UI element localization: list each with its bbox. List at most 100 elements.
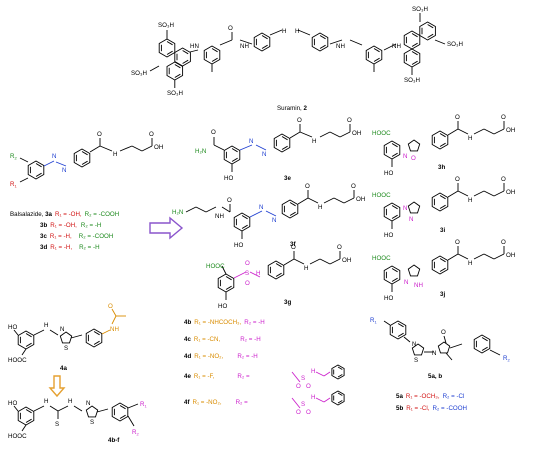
3g-o3: O	[291, 244, 296, 251]
3f-n1: N	[259, 204, 263, 211]
4bf-s2: S	[90, 419, 94, 426]
compound-4a: HO HOOC H N S NH O 4a	[8, 303, 126, 372]
r1-label: R1	[10, 181, 17, 189]
compound-3h: HOOC HO O N O H O OH 3h	[372, 114, 515, 177]
orange-arrow	[48, 375, 66, 398]
sulfonamide-4f: S O O H	[291, 390, 345, 416]
3j-o3: O	[501, 239, 506, 246]
3g-n: H	[256, 270, 260, 277]
3h-n: N	[403, 153, 407, 160]
3j-code: 3j	[440, 291, 445, 298]
3f-n2: N	[272, 217, 276, 224]
3g-o2: O	[245, 280, 250, 287]
3i-oh: OH	[506, 189, 515, 196]
4bf-n: N	[86, 400, 90, 407]
3g-o1: O	[245, 260, 250, 267]
3i-o3: O	[501, 176, 506, 183]
4a-ho: HO	[8, 324, 17, 331]
azo-n2: N	[62, 167, 66, 174]
3g-s: S	[245, 270, 249, 277]
3f-h2n: H₂N	[172, 209, 183, 216]
3j-hooc: HOOC	[372, 255, 391, 262]
3f-nh2: H	[318, 204, 322, 211]
3g-hooc: HOOC	[206, 263, 225, 270]
compound-3f: H₂N NH O HO N N O H O OH 3f	[172, 183, 365, 249]
3f-o: O	[227, 197, 232, 204]
3i-ho: HO	[384, 232, 393, 239]
3j-nh2: H	[468, 260, 472, 267]
sulfonamide-4e: S O O H	[291, 364, 345, 390]
4bf-ho: HO	[8, 400, 17, 407]
nh-4: H	[295, 28, 299, 35]
amide-h: H	[113, 151, 117, 158]
5-r1: R1	[370, 317, 377, 325]
3e-h2n: H₂N	[195, 148, 206, 155]
3h-code: 3h	[438, 164, 445, 171]
3e-code: 3e	[284, 175, 291, 182]
4f-nh: H	[311, 394, 315, 401]
4f-s: S	[301, 401, 305, 408]
4f-o2: O	[306, 409, 311, 416]
o-1: O	[228, 25, 233, 32]
suramin-structure	[149, 13, 446, 88]
r2-label: R2	[10, 153, 17, 161]
suramin-title: Suramin, 2	[277, 105, 307, 112]
3i-hooc: HOOC	[372, 192, 391, 199]
3j-o2: O	[455, 239, 460, 246]
3h-oh: OH	[506, 127, 515, 134]
3h-o3: O	[501, 114, 506, 121]
3e-ho: HO	[224, 175, 233, 182]
so3h-6: SO₃H	[404, 77, 420, 84]
3i-n1: N	[403, 205, 407, 212]
3g-oh: OH	[342, 257, 351, 264]
amide-o: O	[97, 131, 102, 138]
compound-3g: HOOC HO S O O H O H O OH 3g	[206, 244, 351, 310]
acid-o: O	[149, 131, 154, 138]
4bf-h2: H	[68, 398, 72, 405]
compound-4bf: HO HOOC H S H N S R1 R2 4b-f	[8, 398, 147, 444]
balsalazide-labels: R2 R1 N N O H O OH	[10, 131, 163, 189]
nh-5: NH	[336, 43, 345, 50]
nh-6: NH	[392, 43, 401, 50]
3g-nh: H	[304, 265, 308, 272]
3e-oh: OH	[352, 130, 361, 137]
4bf-h1: H	[44, 398, 48, 405]
3e-o2: O	[297, 117, 302, 124]
3e-n2: N	[262, 151, 266, 158]
suramin-labels: SO₃H SO₃H SO₃H HN O NH H H NH NH SO₃H SO…	[131, 6, 463, 112]
so3h-1: SO₃H	[158, 22, 174, 29]
4bf-s1: S	[55, 421, 59, 428]
nh-2: NH	[240, 43, 249, 50]
3e-o3: O	[347, 117, 352, 124]
3h-hooc: HOOC	[372, 130, 391, 137]
so3h-2: SO₃H	[131, 70, 147, 77]
so3h-3: SO₃H	[167, 90, 183, 97]
azo-n1: N	[52, 153, 56, 160]
4bf-code: 4b-f	[108, 437, 120, 444]
3i-o2: O	[455, 176, 460, 183]
3g-o4: O	[337, 244, 342, 251]
3j-nh: NH	[414, 282, 423, 289]
nh-3: H	[282, 28, 286, 35]
3f-ho: HO	[234, 242, 243, 249]
3i-code: 3i	[440, 227, 445, 234]
compound-3j: HOOC HO N NH O H O OH 3j	[372, 239, 515, 302]
3f-nh: NH	[215, 213, 224, 220]
4bf-r2: R2	[132, 429, 139, 437]
purple-arrow	[149, 216, 184, 240]
so3h-5: SO₃H	[447, 41, 463, 48]
balsalazide-structure	[19, 138, 153, 183]
4e-o1: O	[296, 383, 301, 390]
4a-nh: NH	[110, 326, 119, 333]
compound-5ab: R1 R2 S N N O 5a, b	[370, 317, 510, 380]
3g-code: 3g	[284, 299, 291, 306]
